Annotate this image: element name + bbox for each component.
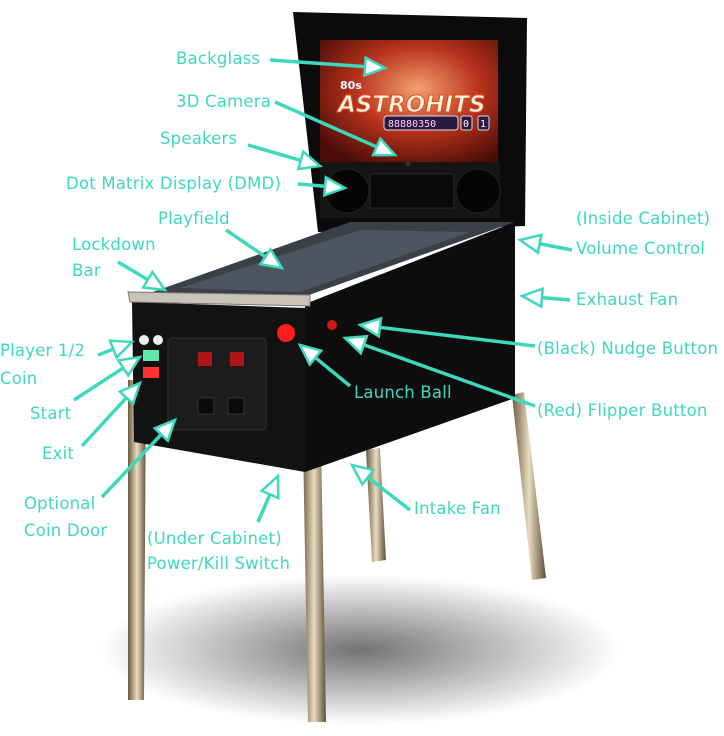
leg-front-left	[128, 380, 146, 700]
label-power-line2: Power/Kill Switch	[147, 554, 291, 573]
start-button	[143, 350, 159, 361]
arrow-dmd-head-icon	[322, 175, 349, 198]
arrow-exhaust-head-icon	[518, 286, 545, 309]
floor-shadow	[100, 575, 620, 725]
label-coin-door-line1: Optional	[24, 494, 96, 513]
label-volume-line2: Volume Control	[576, 239, 706, 258]
backglass-title: ASTROHITS	[336, 92, 485, 118]
playfield-sheen	[180, 230, 470, 292]
arrow-power-shaft	[256, 493, 272, 523]
label-player-line2: Coin	[0, 369, 38, 388]
label-playfield: Playfield	[158, 209, 230, 228]
arrow-lockdown-shaft	[117, 260, 149, 282]
leg-back-middle	[366, 448, 386, 562]
arrow-dmd-shaft	[297, 182, 326, 189]
label-start: Start	[30, 404, 72, 423]
backglass-player: 1	[480, 119, 486, 130]
coin-button-2	[153, 335, 163, 345]
backglass-ball: 0	[463, 119, 469, 130]
label-backglass: Backglass	[176, 49, 261, 68]
dmd-display	[369, 173, 455, 209]
label-speakers: Speakers	[160, 129, 238, 148]
arrow-flipper-head-icon	[342, 334, 369, 356]
arrow-intake-shaft	[366, 475, 412, 512]
label-volume-line1: (Inside Cabinet)	[576, 209, 711, 228]
arrow-camera-shaft	[274, 100, 378, 149]
backglass-screen	[320, 40, 498, 162]
label-lockdown-line1: Lockdown	[72, 235, 156, 254]
arrow-volume-head-icon	[517, 233, 543, 255]
label-player-line1: Player 1/2	[0, 341, 86, 360]
arrow-power-head-icon	[259, 473, 280, 500]
label-nudge-button: (Black) Nudge Button	[537, 339, 719, 358]
callout-arrows	[73, 55, 573, 523]
arrow-coin-door-head-icon	[152, 417, 178, 443]
arrow-playfield-shaft	[225, 228, 267, 259]
arrow-launch-shaft	[314, 356, 352, 388]
cabinet-side	[305, 222, 515, 472]
arrow-player-shaft	[97, 347, 114, 357]
label-lockdown-line2: Bar	[72, 261, 101, 280]
lockdown-bar	[127, 291, 311, 307]
arrow-speakers-shaft	[247, 143, 302, 163]
label-exhaust-fan: Exhaust Fan	[576, 290, 679, 309]
label-3d-camera: 3D Camera	[176, 92, 271, 111]
arrow-exit-head-icon	[117, 380, 143, 407]
camera	[405, 161, 411, 167]
arrow-playfield-head-icon	[258, 247, 285, 270]
arrow-launch-head-icon	[297, 343, 324, 367]
arrow-volume-shaft	[539, 242, 573, 252]
label-launch-ball: Launch Ball	[354, 383, 452, 402]
label-flipper-button: (Red) Flipper Button	[537, 401, 708, 420]
arrow-intake-head-icon	[349, 463, 376, 487]
coin-door	[167, 337, 267, 431]
label-power-line1: (Under Cabinet)	[147, 529, 282, 548]
arrow-player-head-icon	[108, 339, 135, 360]
arrow-camera-head-icon	[371, 136, 398, 157]
leg-back-right	[512, 392, 546, 580]
arrow-nudge-shaft	[379, 325, 536, 348]
label-coin-door-line2: Coin Door	[24, 521, 108, 540]
launch-ball-button	[277, 324, 295, 342]
arrow-lockdown-head-icon	[141, 269, 168, 292]
coin-button-1	[139, 335, 149, 345]
arrow-coin-door-shaft	[100, 433, 163, 499]
arrow-flipper-shaft	[363, 343, 536, 408]
arrow-backglass-head-icon	[363, 55, 389, 78]
arrow-backglass-shaft	[269, 58, 366, 69]
backglass-subtitle: 80s	[340, 79, 362, 92]
arrow-start-shaft	[73, 366, 125, 402]
arrow-start-head-icon	[116, 355, 143, 378]
backglass-score: 88880350	[388, 119, 436, 130]
arrow-nudge-head-icon	[356, 316, 383, 339]
speaker-right	[455, 168, 501, 214]
label-intake-fan: Intake Fan	[414, 499, 501, 518]
flipper-button	[327, 320, 337, 330]
label-dmd: Dot Matrix Display (DMD)	[66, 174, 282, 193]
arrow-exhaust-shaft	[541, 295, 571, 302]
label-exit: Exit	[42, 444, 75, 463]
exit-button	[143, 367, 159, 378]
arrow-exit-shaft	[80, 396, 128, 448]
arrow-speakers-head-icon	[296, 149, 323, 171]
